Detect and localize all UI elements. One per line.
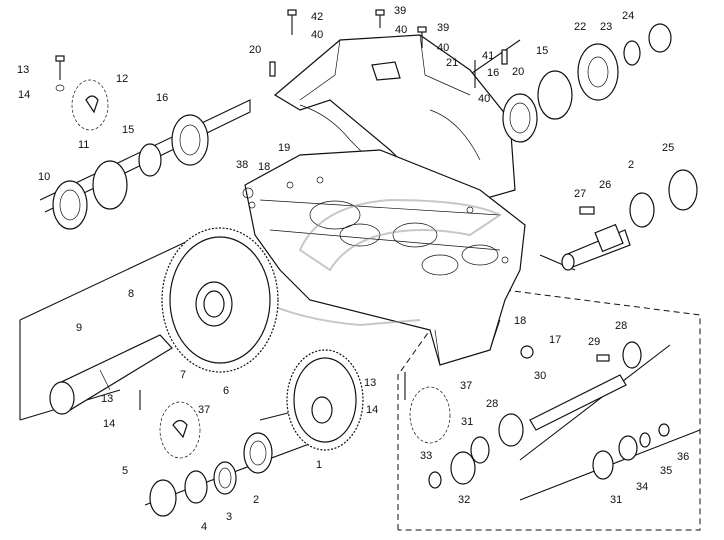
callout-35: 35 — [660, 465, 672, 477]
inspection-cover-plate — [371, 61, 401, 81]
dashed-box — [398, 289, 701, 531]
callout-13-top: 13 — [17, 64, 29, 76]
callout-39-top: 39 — [394, 5, 406, 17]
callout-13-mid: 13 — [364, 377, 376, 389]
callout-15-left: 15 — [122, 124, 134, 136]
callout-39-mid: 39 — [437, 22, 449, 34]
bolt-washer-group-lower — [139, 372, 406, 459]
callout-6: 6 — [223, 385, 229, 397]
callout-13-lower: 13 — [101, 393, 113, 405]
callout-25: 25 — [662, 142, 674, 154]
callout-28-right: 28 — [615, 320, 627, 332]
callout-19: 19 — [278, 142, 290, 154]
callout-10: 10 — [38, 171, 50, 183]
left-shaft-bracket-top — [19, 239, 191, 321]
callout-14-top: 14 — [18, 89, 30, 101]
callout-18-top: 18 — [258, 161, 270, 173]
bolt-washer-group-left — [55, 55, 109, 131]
bolts-top — [269, 9, 476, 88]
callout-16-right: 16 — [487, 67, 499, 79]
callout-11: 11 — [78, 139, 89, 151]
callout-4: 4 — [201, 521, 207, 533]
callout-36: 36 — [677, 451, 689, 463]
callout-28-lower: 28 — [486, 398, 498, 410]
callout-21: 21 — [446, 57, 458, 69]
callout-41: 41 — [482, 50, 494, 62]
callout-14-lower: 14 — [103, 418, 115, 430]
dashed-left-boundary — [397, 329, 431, 530]
callout-42: 42 — [311, 11, 323, 23]
bearings-lower-left — [149, 432, 273, 517]
callout-38: 38 — [236, 159, 248, 171]
output-shaft-7 — [49, 334, 173, 415]
callout-2-lower: 2 — [253, 494, 259, 506]
gear-1 — [286, 349, 364, 451]
callout-37-right: 37 — [460, 380, 472, 392]
callout-14-mid: 14 — [366, 404, 378, 416]
callout-33: 33 — [420, 450, 432, 462]
callout-2-upper: 2 — [628, 159, 634, 171]
callout-15-right: 15 — [536, 45, 548, 57]
right-shaft-guide-top — [519, 344, 671, 461]
callout-40-right: 40 — [437, 42, 449, 54]
callout-31-mid: 31 — [461, 416, 473, 428]
callout-9: 9 — [76, 322, 82, 334]
callout-29: 29 — [588, 336, 600, 348]
callout-16-left: 16 — [156, 92, 168, 104]
callout-labels: 1 2 2 3 4 5 6 7 8 9 10 11 12 13 13 13 14… — [17, 5, 689, 533]
callout-7: 7 — [180, 369, 186, 381]
callout-32: 32 — [458, 494, 470, 506]
callout-18-right: 18 — [514, 315, 526, 327]
callout-3: 3 — [226, 511, 232, 523]
callout-23: 23 — [600, 21, 612, 33]
callout-8: 8 — [128, 288, 134, 300]
callout-5: 5 — [122, 465, 128, 477]
lower-right-components — [242, 187, 670, 489]
bearings-upper-right — [501, 23, 672, 143]
callout-22: 22 — [574, 21, 586, 33]
callout-40-mid: 40 — [395, 24, 407, 36]
input-pinion-shaft-26 — [561, 169, 698, 271]
callout-37-left: 37 — [198, 404, 210, 416]
callout-1: 1 — [316, 459, 322, 471]
callout-40-far: 40 — [478, 93, 490, 105]
callout-20-right: 20 — [512, 66, 524, 78]
callout-24: 24 — [622, 10, 634, 22]
callout-17: 17 — [549, 334, 561, 346]
large-spur-gear-6 — [161, 227, 279, 373]
callout-27: 27 — [574, 188, 586, 200]
bearings-upper-left — [52, 114, 209, 230]
callout-31-lower: 31 — [610, 494, 622, 506]
callout-20-left: 20 — [249, 44, 261, 56]
callout-12: 12 — [116, 73, 128, 85]
gearbox-upper-cover — [273, 34, 516, 201]
callout-40-left: 40 — [311, 29, 323, 41]
callout-26: 26 — [599, 179, 611, 191]
callout-30: 30 — [534, 370, 546, 382]
callout-34: 34 — [636, 481, 648, 493]
